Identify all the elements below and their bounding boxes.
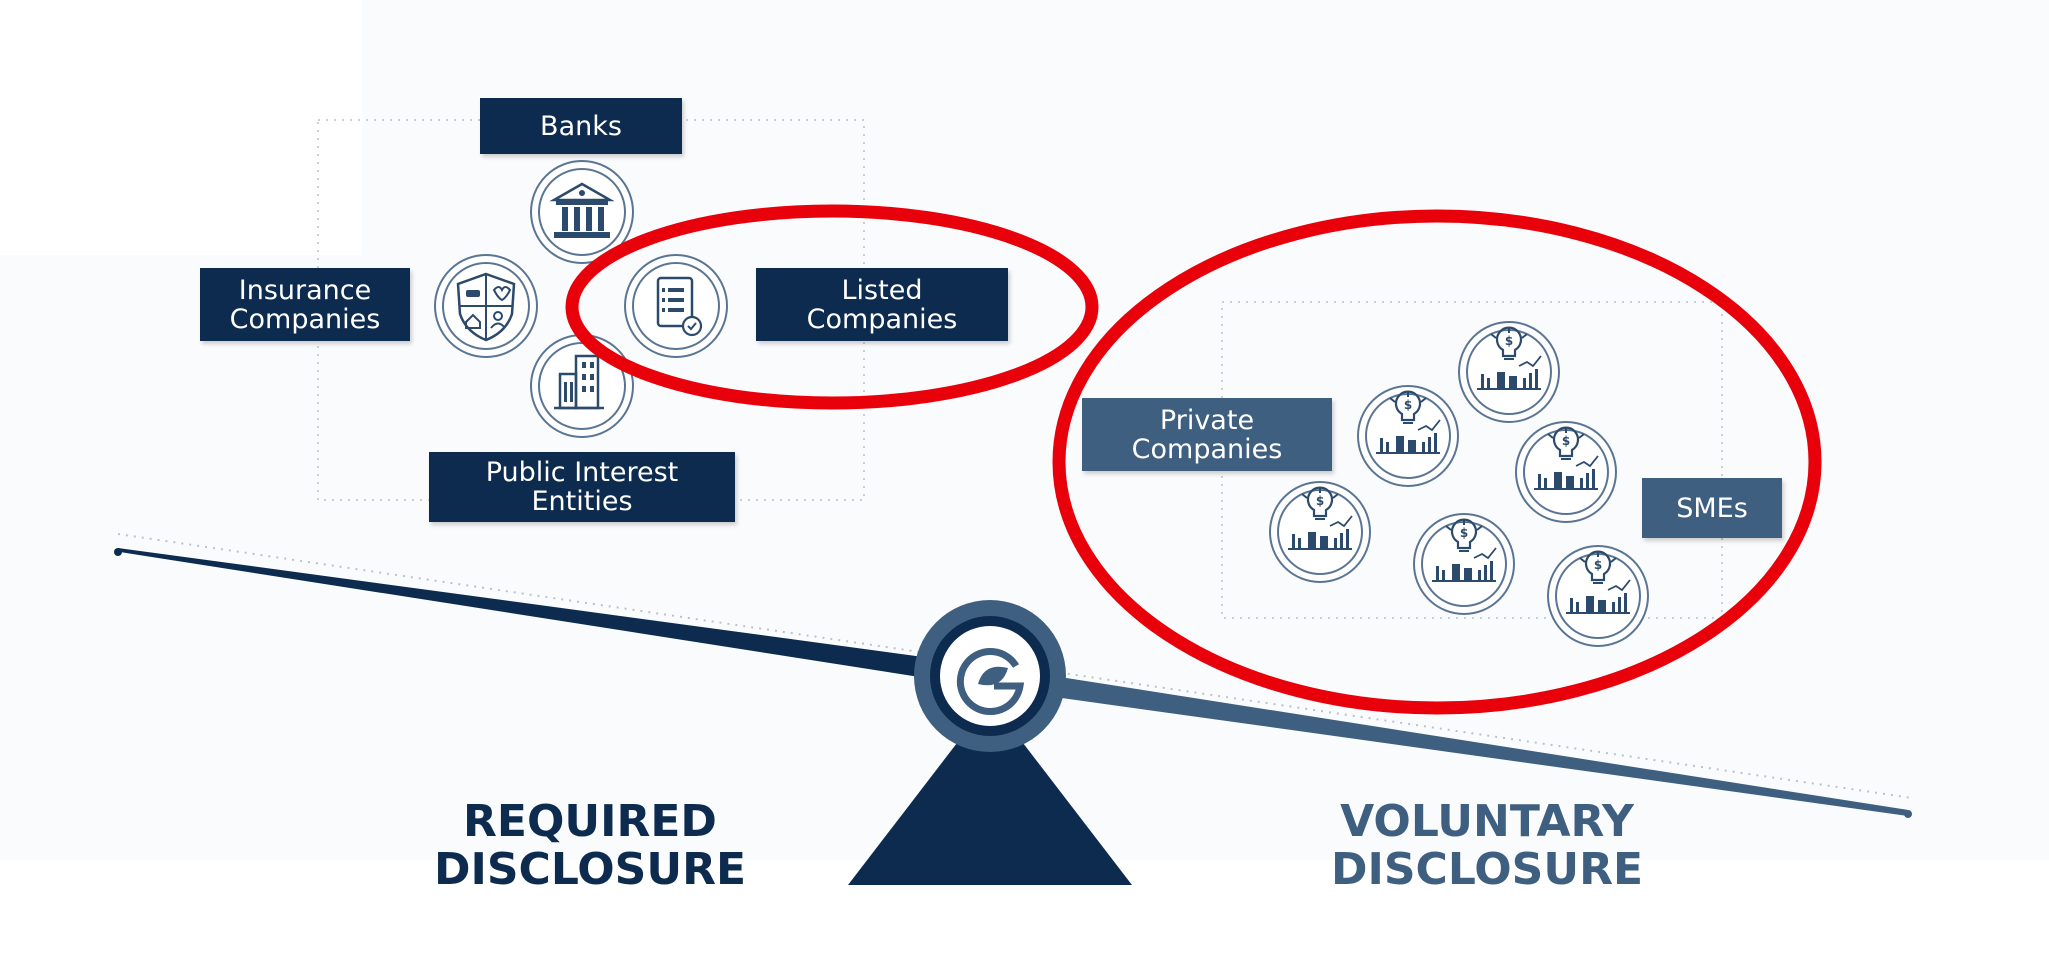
- voluntary-line2: DISCLOSURE: [1330, 844, 1644, 895]
- startup-icon-6: [1546, 544, 1650, 648]
- checklist-document-icon: [624, 254, 728, 358]
- label-public-interest-entities: Public Interest Entities: [429, 452, 735, 522]
- highlight-listed-companies: [565, 204, 1099, 410]
- label-smes: SMEs: [1642, 478, 1782, 538]
- label-insurance-companies: Insurance Companies: [200, 268, 410, 341]
- highlight-voluntary-group: [1052, 209, 1822, 715]
- required-line1: REQUIRED: [463, 796, 717, 847]
- required-disclosure-label: REQUIRED DISCLOSURE: [395, 798, 785, 894]
- startup-icon-2: [1356, 384, 1460, 488]
- label-smes-text: SMEs: [1676, 492, 1748, 524]
- startup-icon-1: [1457, 320, 1561, 424]
- beam-left-end: [114, 548, 122, 556]
- label-public-line1: Public Interest: [485, 457, 679, 488]
- label-listed-line2: Companies: [806, 303, 958, 335]
- label-banks-text: Banks: [540, 110, 622, 142]
- label-private-companies: Private Companies: [1082, 398, 1332, 471]
- label-public-line2: Entities: [531, 486, 633, 517]
- label-listed-companies: Listed Companies: [756, 268, 1008, 341]
- leaf-g-logo-icon: [914, 600, 1066, 752]
- office-building-icon: [530, 334, 634, 438]
- voluntary-line1: VOLUNTARY: [1340, 796, 1634, 847]
- label-private-line2: Companies: [1131, 433, 1283, 465]
- beam-right-arm: [990, 666, 1908, 816]
- startup-icon-3: [1514, 420, 1618, 524]
- label-private-line1: Private: [1159, 404, 1255, 436]
- startup-icon-4: [1268, 480, 1372, 584]
- required-line2: DISCLOSURE: [433, 844, 747, 895]
- voluntary-disclosure-label: VOLUNTARY DISCLOSURE: [1292, 798, 1682, 894]
- label-insurance-line1: Insurance: [238, 274, 372, 306]
- label-banks: Banks: [480, 98, 682, 154]
- bank-icon: [530, 160, 634, 264]
- startup-icon-5: [1412, 512, 1516, 616]
- label-listed-line1: Listed: [841, 274, 923, 306]
- label-insurance-line2: Companies: [229, 303, 381, 335]
- fulcrum-base: [848, 700, 1132, 885]
- beam-left-arm: [118, 548, 990, 688]
- insurance-shield-icon: [434, 254, 538, 358]
- beam-right-end: [1904, 810, 1912, 818]
